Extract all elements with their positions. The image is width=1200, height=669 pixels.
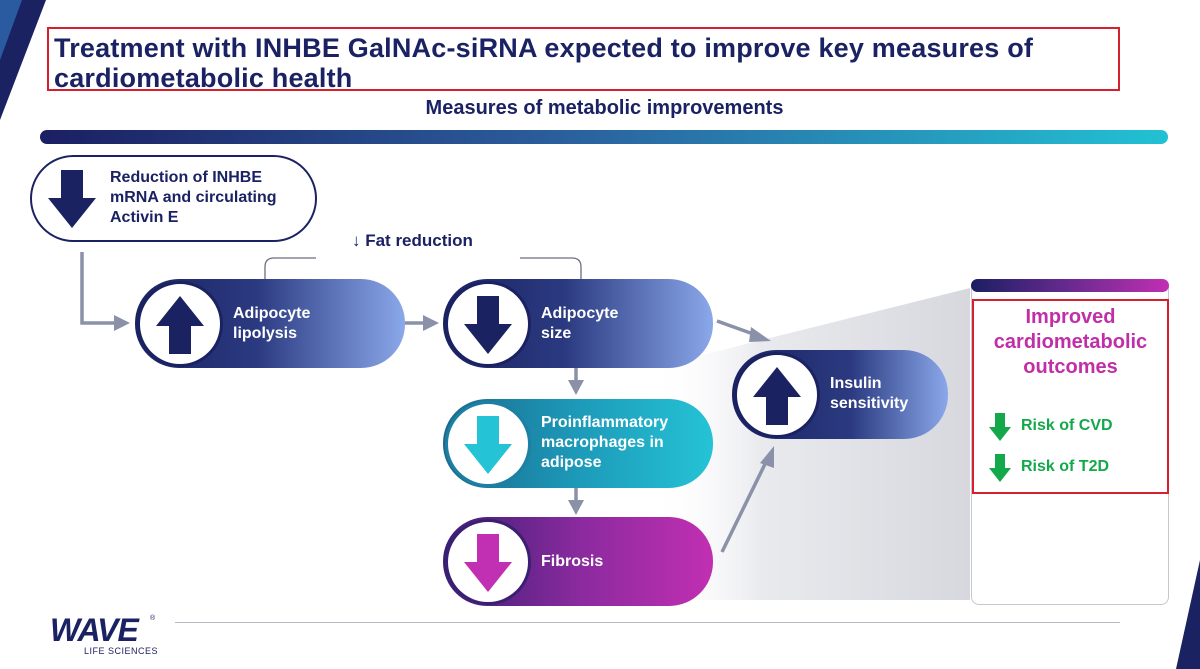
macrophages-line-2: macrophages in xyxy=(541,434,664,451)
arrow-down-icon xyxy=(464,416,512,474)
lipolysis-line-1: Adipocyte xyxy=(233,305,311,322)
macrophages-line-3: adipose xyxy=(541,454,602,471)
logo-registered-mark: ® xyxy=(150,615,156,622)
arrow-down-icon xyxy=(464,534,512,592)
reduction-label: Reduction of INHBE mRNA and circulating … xyxy=(110,168,320,228)
size-line-2: size xyxy=(541,325,572,342)
reduction-line-1: Reduction of INHBE xyxy=(110,169,262,186)
lipolysis-line-2: lipolysis xyxy=(233,325,298,342)
arrow-down-icon xyxy=(48,170,96,228)
insulin-label: Insulin sensitivity xyxy=(830,374,908,414)
footer-divider xyxy=(175,622,1120,623)
arrow-up-icon xyxy=(753,367,801,425)
macrophages-line-1: Proinflammatory xyxy=(541,414,669,431)
risk-cvd: Risk of CVD xyxy=(1021,417,1113,434)
insulin-line-1: Insulin xyxy=(830,375,882,392)
page-title: Treatment with INHBE GalNAc-siRNA expect… xyxy=(54,33,1114,93)
fibrosis-label: Fibrosis xyxy=(541,552,603,572)
outcomes-gradient-bar xyxy=(971,279,1169,292)
title-line-2: cardiometabolic health xyxy=(54,63,353,93)
reduction-line-2: mRNA and circulating xyxy=(110,189,277,206)
arrow-up-icon xyxy=(156,296,204,354)
subtitle: Measures of metabolic improvements xyxy=(425,97,784,119)
wave-logo: WAVE xyxy=(50,612,139,648)
header-gradient-bar xyxy=(40,130,1168,144)
size-label: Adipocyte size xyxy=(541,304,618,344)
size-line-1: Adipocyte xyxy=(541,305,619,322)
outcomes-highlight-box xyxy=(972,299,1169,494)
title-line-1: Treatment with INHBE GalNAc-siRNA expect… xyxy=(54,33,1034,63)
corner-accent-left xyxy=(0,0,46,120)
outcomes-title: Improved cardiometabolic outcomes xyxy=(972,305,1169,380)
arrow-down-icon xyxy=(464,296,512,354)
lipolysis-label: Adipocyte lipolysis xyxy=(233,304,310,344)
fibrosis-line-1: Fibrosis xyxy=(541,553,604,570)
green-arrow-down-icon xyxy=(989,413,1011,441)
outcomes-title-line-3: outcomes xyxy=(1023,356,1118,378)
macrophages-label: Proinflammatory macrophages in adipose xyxy=(541,413,668,473)
logo-tagline: LIFE SCIENCES xyxy=(84,646,159,656)
insulin-line-2: sensitivity xyxy=(830,395,909,412)
fat-reduction-label: ↓ Fat reduction xyxy=(352,231,473,250)
reduction-line-3: Activin E xyxy=(110,209,179,226)
corner-accent-right xyxy=(1176,560,1200,669)
outcomes-title-line-1: Improved xyxy=(1025,306,1116,328)
risk-t2d: Risk of T2D xyxy=(1021,458,1110,475)
green-arrow-down-icon xyxy=(989,454,1011,482)
title-box: Treatment with INHBE GalNAc-siRNA expect… xyxy=(47,27,1120,93)
outcomes-title-line-2: cardiometabolic xyxy=(993,331,1148,353)
